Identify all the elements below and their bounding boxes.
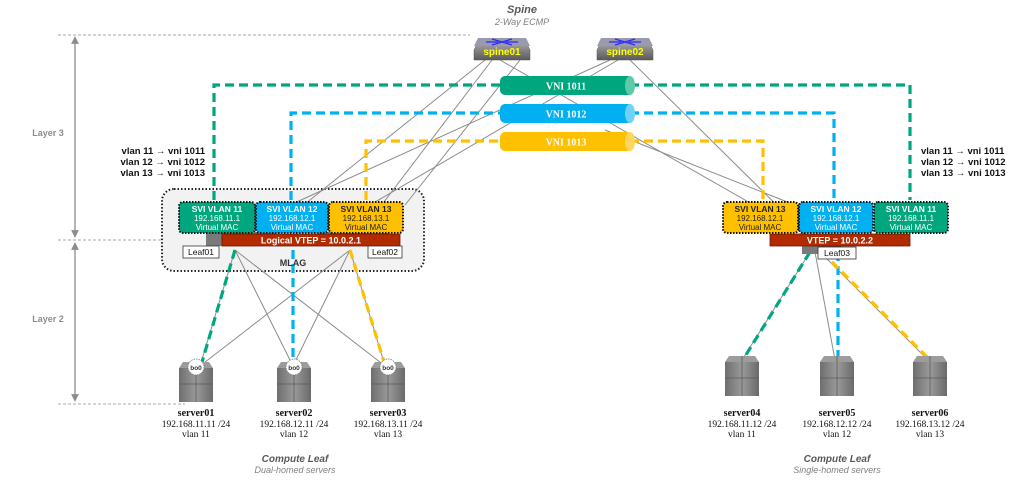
logical-vtep-left: Logical VTEP = 10.0.2.1: [221, 233, 401, 247]
server-name: server02: [276, 408, 313, 419]
server-vlan: vlan 12: [823, 430, 851, 440]
server-name: server04: [724, 408, 761, 419]
svg-text:192.168.12.1: 192.168.12.1: [737, 214, 784, 223]
server-ip: 192.168.12.11 /24: [260, 420, 329, 430]
svg-text:vlan 12 → vni 1012: vlan 12 → vni 1012: [921, 157, 1006, 168]
vni-tunnel-1013: VNI 1013: [500, 132, 635, 151]
svg-text:192.168.11.1: 192.168.11.1: [194, 214, 241, 223]
svg-text:Leaf03: Leaf03: [824, 248, 850, 258]
server-name: server05: [819, 408, 856, 419]
vni-label: VNI 1011: [546, 82, 586, 93]
svg-text:vlan 11 → vni 1011: vlan 11 → vni 1011: [122, 146, 206, 157]
svi-vlan12-right[interactable]: SVI VLAN 12 192.168.12.1 Virtual MAC: [798, 201, 874, 234]
spine-title: Spine: [507, 4, 537, 16]
bond-bo0-badge: bo0: [187, 358, 205, 376]
spine01-switch[interactable]: spine01: [473, 38, 531, 61]
server-1-icon[interactable]: bo0: [179, 358, 213, 402]
svg-text:SVI VLAN 13: SVI VLAN 13: [734, 204, 785, 214]
mlag-label: MLAG: [280, 258, 307, 268]
svi-vlan11-right[interactable]: SVI VLAN 11 192.168.11.1 Virtual MAC: [873, 201, 949, 234]
vni-label: VNI 1013: [546, 138, 587, 149]
svi-vlan12-left[interactable]: SVI VLAN 12 192.168.12.1 Virtual MAC: [255, 201, 329, 234]
spine02-switch[interactable]: spine02: [596, 38, 654, 61]
layer2-label: Layer 2: [32, 314, 64, 324]
vni-label: VNI 1012: [546, 110, 587, 121]
server-name: server06: [912, 408, 949, 419]
svg-text:192.168.12.1: 192.168.12.1: [813, 214, 860, 223]
server-name: server03: [370, 408, 407, 419]
svg-text:Virtual MAC: Virtual MAC: [815, 223, 858, 232]
svi-vlan13-left[interactable]: SVI VLAN 13 192.168.13.1 Virtual MAC: [328, 201, 404, 234]
server-ip: 192.168.11.11 /24: [162, 420, 231, 430]
server-5-icon[interactable]: [820, 356, 854, 396]
spine-label: spine02: [606, 47, 644, 58]
bond-bo0-badge: bo0: [285, 358, 303, 376]
svg-text:SVI VLAN 11: SVI VLAN 11: [886, 204, 937, 214]
svg-text:SVI VLAN 12: SVI VLAN 12: [810, 204, 861, 214]
svg-text:vlan 11 → vni 1011: vlan 11 → vni 1011: [921, 146, 1005, 157]
server-vlan: vlan 11: [182, 430, 210, 440]
server-3-icon[interactable]: bo0: [371, 358, 405, 402]
server-name: server01: [178, 408, 215, 419]
leaf03-label: Leaf03: [817, 246, 857, 260]
svg-text:bo0: bo0: [382, 365, 394, 372]
svg-text:Virtual MAC: Virtual MAC: [345, 223, 388, 232]
leaf02-label: Leaf02: [367, 245, 403, 259]
compute-right-title: Compute Leaf: [804, 454, 872, 465]
compute-right-subtitle: Single-homed servers: [793, 465, 881, 475]
compute-left-subtitle: Dual-homed servers: [254, 465, 336, 475]
bond-bo0-badge: bo0: [379, 358, 397, 376]
svg-text:VTEP = 10.0.2.2: VTEP = 10.0.2.2: [807, 236, 873, 246]
server-2-icon[interactable]: bo0: [277, 358, 311, 402]
server-vlan: vlan 13: [916, 430, 944, 440]
svg-text:vlan 12 → vni 1012: vlan 12 → vni 1012: [121, 157, 206, 168]
layer3-label: Layer 3: [32, 128, 64, 138]
svg-text:SVI VLAN 12: SVI VLAN 12: [266, 204, 317, 214]
svg-text:Logical VTEP = 10.0.2.1: Logical VTEP = 10.0.2.1: [261, 236, 361, 246]
vlan-vni-mapping-right: vlan 11 → vni 1011 vlan 12 → vni 1012 vl…: [921, 146, 1006, 179]
svg-text:vlan 13 → vni 1013: vlan 13 → vni 1013: [121, 168, 206, 179]
server-labels: server01 192.168.11.11 /24 vlan 11 serve…: [162, 408, 965, 440]
svg-text:Virtual MAC: Virtual MAC: [890, 223, 933, 232]
server-4-icon[interactable]: [725, 356, 759, 396]
server-vlan: vlan 12: [280, 430, 308, 440]
svg-text:192.168.13.1: 192.168.13.1: [343, 214, 390, 223]
svi-vlan13-right[interactable]: SVI VLAN 13 192.168.12.1 Virtual MAC: [722, 201, 799, 234]
vni-1012-path: [289, 111, 840, 362]
svg-text:SVI VLAN 13: SVI VLAN 13: [340, 204, 391, 214]
svg-text:Virtual MAC: Virtual MAC: [739, 223, 782, 232]
leaf01-label: Leaf01: [182, 245, 220, 259]
svg-text:Virtual MAC: Virtual MAC: [271, 223, 314, 232]
svg-text:SVI VLAN 11: SVI VLAN 11: [192, 204, 243, 214]
vni-tunnel-1012: VNI 1012: [500, 104, 635, 123]
spine-label: spine01: [483, 47, 521, 58]
svg-text:192.168.11.1: 192.168.11.1: [888, 214, 935, 223]
server-6-icon[interactable]: [913, 356, 947, 396]
svg-text:Virtual MAC: Virtual MAC: [196, 223, 239, 232]
vtep-right: VTEP = 10.0.2.2: [769, 233, 911, 247]
svg-text:Leaf02: Leaf02: [372, 247, 398, 257]
vni-tunnel-1011: VNI 1011: [500, 76, 635, 95]
vni-1013-path: [348, 139, 930, 363]
svi-vlan11-left[interactable]: SVI VLAN 11 192.168.11.1 Virtual MAC: [178, 201, 256, 234]
vlan-vni-mapping-left: vlan 11 → vni 1011 vlan 12 → vni 1012 vl…: [121, 146, 206, 179]
server-ip: 192.168.11.12 /24: [708, 420, 777, 430]
svg-text:bo0: bo0: [288, 365, 300, 372]
server-vlan: vlan 13: [374, 430, 402, 440]
vni-1011-path: [200, 83, 912, 363]
server-ip: 192.168.13.11 /24: [354, 420, 423, 430]
svg-text:Leaf01: Leaf01: [188, 247, 214, 257]
compute-left-title: Compute Leaf: [262, 454, 330, 465]
server-ip: 192.168.12.12 /24: [802, 420, 871, 430]
svg-text:vlan 13 → vni 1013: vlan 13 → vni 1013: [921, 168, 1006, 179]
svg-text:192.168.12.1: 192.168.12.1: [269, 214, 316, 223]
server-vlan: vlan 11: [728, 430, 756, 440]
svg-text:bo0: bo0: [190, 365, 202, 372]
server-ip: 192.168.13.12 /24: [895, 420, 964, 430]
spine-subtitle: 2-Way ECMP: [494, 17, 549, 27]
